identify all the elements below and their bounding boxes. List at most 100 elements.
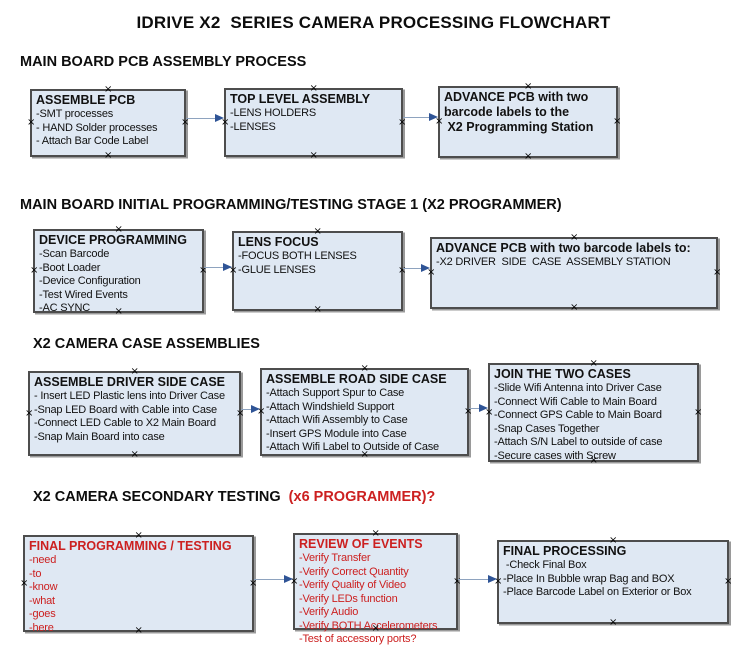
arrow-head-icon [215,114,224,122]
section-header-suffix: (x6 PROGRAMMER)? [288,489,436,505]
flow-box-join-the-two-cases: JOIN THE TWO CASES -Slide Wifi Antenna i… [485,359,703,466]
box-title-line: REVIEW OF EVENTS [299,537,423,551]
connection-handle-icon: × [30,265,39,276]
box-item: -X2 DRIVER SIDE CASE ASSEMBLY STATION [436,256,671,268]
connection-handle-icon: × [20,577,29,589]
box-title-line: ADVANCE PCB with two [444,90,589,104]
box-item: -Attach Windshield Support [266,400,395,413]
arrow-line [186,118,220,119]
box-item: -Insert GPS Module into Case [266,427,407,440]
connection-handle-icon: × [130,449,139,460]
flow-box-final-processing: FINAL PROCESSING -Check Final Box-Place … [494,536,732,628]
section-header-text: X2 CAMERA SECONDARY TESTING [33,489,289,505]
connection-handle-icon: × [524,151,533,162]
arrow-head-icon [429,113,438,121]
box-item: -Device Configuration [39,275,141,287]
flow-box-assemble-road-side-case: ASSEMBLE ROAD SIDE CASE -Attach Support … [257,364,472,460]
box-title: DEVICE PROGRAMMING [39,233,199,248]
box-item: -Verify Transfer [299,552,371,564]
box-item: -know [29,581,58,593]
box-item: -goes [29,608,56,620]
section-header-case-assemblies: X2 CAMERA CASE ASSEMBLIES [33,336,260,352]
box-item: - Attach Bar Code Label [36,135,149,147]
box-item: -SMT processes [36,108,114,120]
box-item: -Snap Main Board into case [34,430,165,443]
box-item: -Verify Quality of Video [299,579,406,591]
box-title: ASSEMBLE DRIVER SIDE CASE [34,375,236,390]
box-item: -Attach Wifi Label to Outside of Case [266,441,439,453]
box-item: -Verify Correct Quantity [299,565,409,578]
box-items: -FOCUS BOTH LENSES-GLUE LENSES [238,250,398,277]
arrow-line [458,579,493,580]
box-item: -Test of accessory ports? [299,633,417,645]
flow-arrow [186,114,224,123]
section-header-initial-programming: MAIN BOARD INITIAL PROGRAMMING/TESTING S… [20,197,562,213]
box-item: - HAND Solder processes [36,121,158,134]
flow-box-top-level-assembly: TOP LEVEL ASSEMBLY -LENS HOLDERS-LENSES … [221,84,406,161]
box-title: FINAL PROGRAMMING / TESTING [29,539,249,554]
box-item: -Verify BOTH Accelerometers [299,619,438,632]
connection-handle-icon: × [694,406,703,418]
box-items: -X2 DRIVER SIDE CASE ASSEMBLY STATION [436,256,713,270]
flow-box-review-of-events: REVIEW OF EVENTS -Verify Transfer-Verify… [290,529,461,646]
box-items: -Check Final Box-Place In Bubble wrap Ba… [503,559,724,600]
box-title: TOP LEVEL ASSEMBLY [230,92,398,107]
box-items: -Scan Barcode-Boot Loader-Device Configu… [39,248,199,316]
box-item: -Attach Support Spur to Case [266,387,405,399]
box-item: -Secure cases with Screw [494,449,616,462]
box-title: LENS FOCUS [238,235,398,250]
box-item: -LENS HOLDERS [230,107,317,119]
box-items: -Attach Support Spur to Case-Attach Wind… [266,387,464,455]
connection-handle-icon: × [104,150,113,161]
flow-box-assemble-driver-side-case: ASSEMBLE DRIVER SIDE CASE - Insert LED P… [25,367,244,460]
box-item: -Test Wired Events [39,288,128,301]
arrow-line [403,117,434,118]
box-item: -Slide Wifi Antenna into Driver Case [494,382,662,394]
arrow-head-icon [223,263,232,271]
box-title-line: barcode labels to the [444,105,570,119]
box-item: -here [29,621,54,634]
arrow-head-icon [251,405,260,413]
box-title: REVIEW OF EVENTS [299,537,453,552]
flow-arrow [469,404,488,413]
box-item: -need [29,554,57,566]
flow-box-device-programming: DEVICE PROGRAMMING -Scan Barcode-Boot Lo… [30,225,207,317]
box-items: -Slide Wifi Antenna into Driver Case-Con… [494,382,694,463]
box-item: -AC SYNC [39,302,90,314]
section-header-pcb-assembly: MAIN BOARD PCB ASSEMBLY PROCESS [20,54,306,70]
box-title-line: FINAL PROCESSING [503,544,627,558]
arrow-head-icon [421,264,430,272]
box-title: JOIN THE TWO CASES [494,367,694,382]
section-header-text: MAIN BOARD PCB ASSEMBLY PROCESS [20,54,307,70]
arrow-line [469,408,484,409]
page-title: IDRIVE X2 SERIES CAMERA PROCESSING FLOWC… [136,13,611,32]
box-item: -Scan Barcode [39,248,110,260]
box-item: -Verify LEDs function [299,592,398,605]
box-item: -Boot Loader [39,261,101,274]
flow-arrow [458,575,497,584]
box-items: - Insert LED Plastic lens into Driver Ca… [34,390,236,444]
section-header-secondary-testing: X2 CAMERA SECONDARY TESTING (x6 PROGRAMM… [33,489,435,505]
connection-handle-icon: × [570,302,579,313]
box-items: -need-to-know-what-goes-here [29,554,249,635]
box-item: -Attach Wifi Assembly to Case [266,414,408,426]
arrow-head-icon [488,575,497,583]
box-title: FINAL PROCESSING [503,544,724,559]
connection-handle-icon: × [713,267,722,278]
section-header-text: X2 CAMERA CASE ASSEMBLIES [33,336,260,352]
flow-arrow [204,263,232,272]
arrow-line [254,579,289,580]
box-title-line: ADVANCE PCB with two barcode labels to: [436,241,691,255]
box-title: ASSEMBLE PCB [36,93,181,108]
flow-box-assemble-pcb: ASSEMBLE PCB -SMT processes- HAND Solder… [27,85,189,161]
connection-handle-icon: × [313,304,322,315]
section-header-text: MAIN BOARD INITIAL PROGRAMMING/TESTING S… [20,197,562,213]
box-item: -what [29,594,55,607]
arrow-head-icon [284,575,293,583]
box-item: -Snap Cases Together [494,422,600,435]
box-item: -to [29,567,42,580]
box-item: -Connect Wifi Cable to Main Board [494,395,657,408]
flow-box-lens-focus: LENS FOCUS -FOCUS BOTH LENSES-GLUE LENSE… [229,227,406,315]
